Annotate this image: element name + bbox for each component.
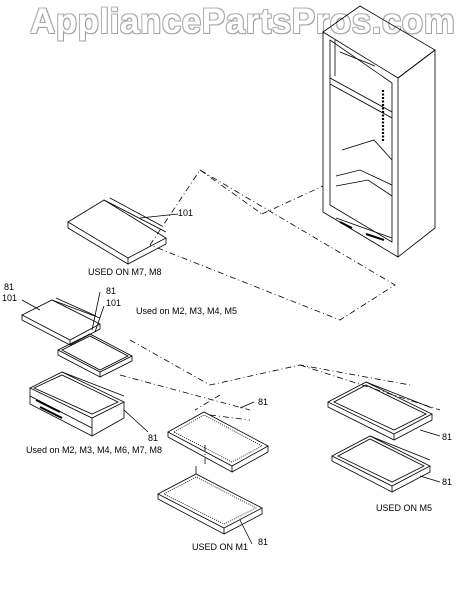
part-number-101-mid: 101 [106,298,122,308]
part-number-81-mid: 81 [106,286,117,296]
watermark-logo: AppliancePartsPros.com [30,2,456,41]
glass-shelf-m1 [157,466,263,545]
refrigerator-cabinet [322,5,436,258]
usage-label-m7-m8: USED ON M7, M8 [88,267,162,277]
part-number-81-bottom: 81 [258,537,269,547]
usage-label-m2-m5: Used on M2, M3, M4, M5 [136,306,238,316]
shelf-right-bottom [331,435,441,493]
part-number-81-left: 81 [4,282,15,292]
usage-label-m2-m8: Used on M2, M3, M4, M6, M7, M8 [26,445,163,455]
drawer-assembly-left [29,371,149,437]
shelf-m7-m8 [67,197,179,265]
part-number-101-top: 101 [178,208,194,218]
part-number-81-right-top: 81 [442,432,453,442]
leader-lines [119,169,441,465]
part-number-101-left: 101 [2,293,18,303]
usage-label-m5: USED ON M5 [376,503,433,513]
part-number-81-lower-left: 81 [148,433,159,443]
part-number-81-center-top: 81 [258,397,269,407]
shelf-right-top [327,381,441,441]
shelf-left-top [21,297,101,346]
part-number-81-right-bottom: 81 [442,477,453,487]
shelf-left-mid [57,291,133,378]
usage-label-m1: USED ON M1 [192,542,249,552]
glass-shelf-center [167,401,269,473]
